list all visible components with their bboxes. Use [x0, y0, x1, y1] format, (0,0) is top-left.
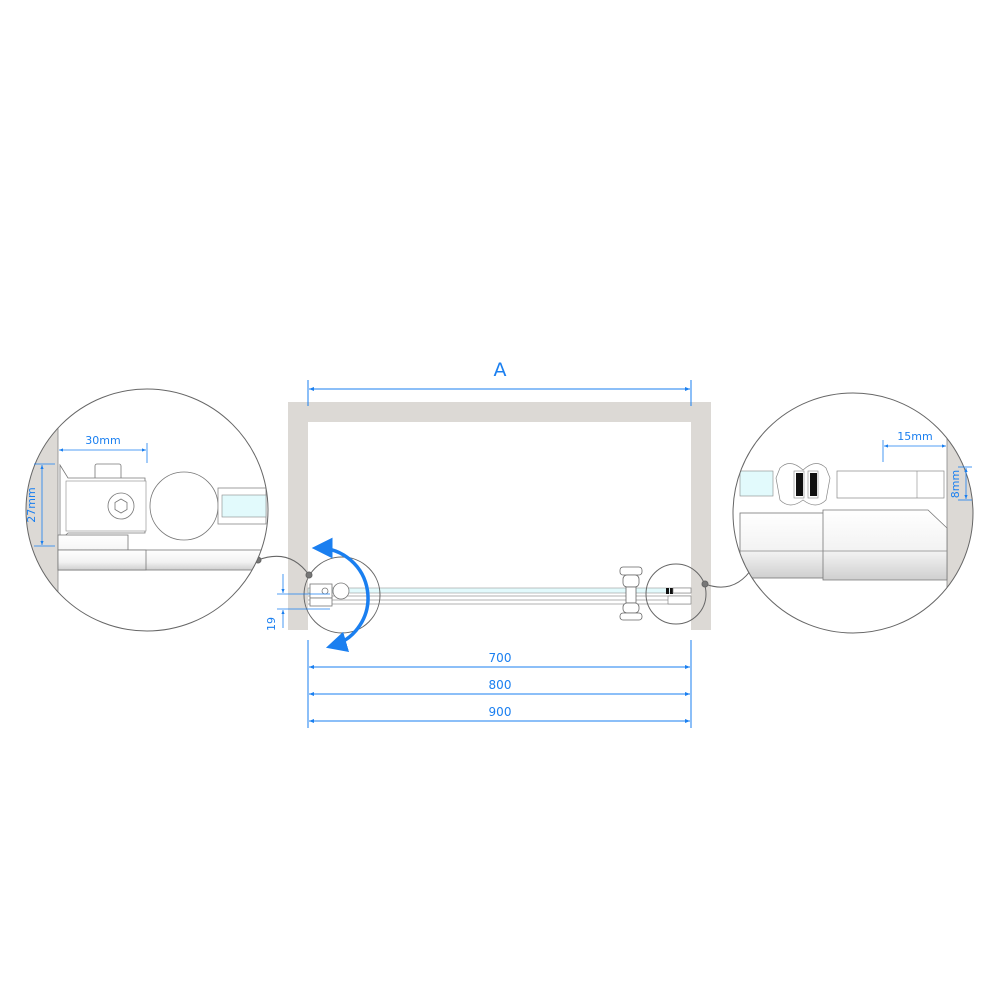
swing-arrow-icon: [311, 537, 370, 652]
dimension-15mm: 15mm: [897, 430, 932, 443]
dimension-900: 900: [489, 705, 512, 719]
dimension-30mm: 30mm: [85, 434, 120, 447]
right-magnified-detail: 15mm 8mm: [732, 392, 974, 634]
dimension-27mm: 27mm: [25, 487, 38, 522]
detail-connectors: [254, 555, 757, 588]
sliding-door: [307, 566, 692, 621]
door-handle: [619, 566, 643, 621]
dimension-a: A: [307, 359, 692, 406]
dimension-800: 800: [489, 678, 512, 692]
dimension-700: 700: [489, 651, 512, 665]
dimension-19-label: 19: [265, 617, 278, 631]
dimension-a-label: A: [494, 359, 507, 381]
bottom-dimensions: 700 800 900: [307, 640, 692, 728]
left-magnified-detail: 30mm 27mm: [25, 388, 269, 632]
dimension-8mm: 8mm: [949, 470, 962, 498]
right-detail-marker: [645, 563, 707, 625]
